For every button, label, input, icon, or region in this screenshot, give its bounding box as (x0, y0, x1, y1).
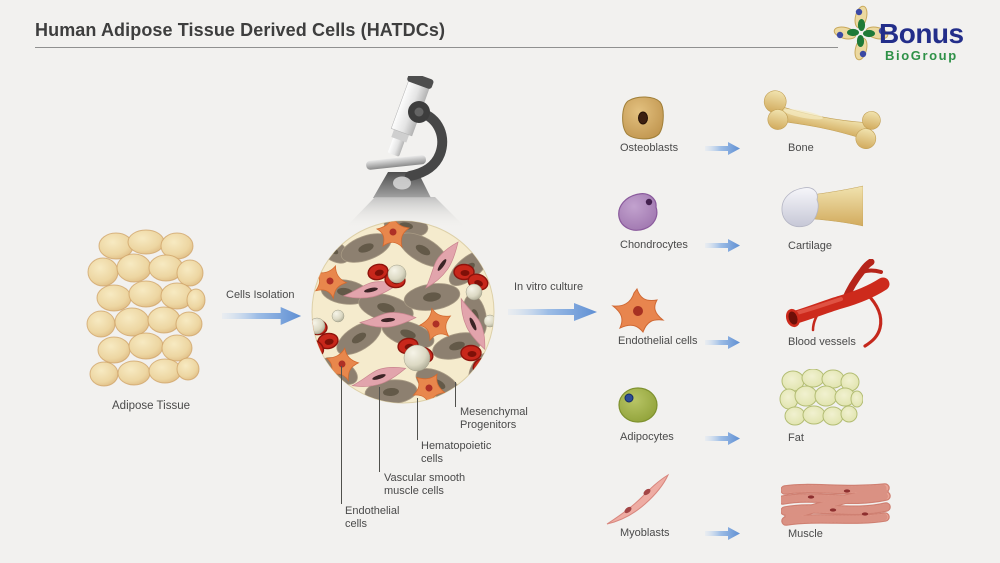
cartilage-label: Cartilage (788, 240, 833, 252)
mesenchymal-progenitors-label: Mesenchymal Progenitors (460, 406, 528, 432)
microscope-view-circle (311, 220, 495, 404)
differentiation-arrow-muscle (705, 527, 740, 540)
logo-subbrand: BioGroup (885, 48, 958, 63)
cells-isolation-label: Cells Isolation (226, 289, 295, 301)
page-title: Human Adipose Tissue Derived Cells (HATD… (35, 20, 446, 40)
differentiation-arrow-blood-vessels (705, 336, 740, 349)
cells-isolation-arrow (222, 307, 302, 325)
differentiation-arrow-cartilage (705, 239, 740, 252)
microscope-icon (366, 76, 448, 198)
callout-line-hematopoietic (417, 398, 418, 440)
differentiation-arrow-bone (705, 142, 740, 155)
endothelial-cells-label: Endothelial cells (618, 335, 698, 347)
chondrocyte-cell-icon (618, 193, 658, 231)
logo: Bonus BioGroup (833, 4, 993, 66)
muscle-label: Muscle (788, 528, 823, 540)
callout-line-mesenchymal (455, 382, 456, 407)
adipocyte-cell-icon (618, 387, 658, 423)
blood-vessels-illustration (785, 259, 890, 348)
blood-vessels-label: Blood vessels (788, 336, 856, 348)
logo-pinwheel-icon (833, 5, 889, 61)
osteoblast-cell-icon (622, 96, 664, 140)
title-divider (35, 47, 838, 48)
vascular-smooth-muscle-cells-label: Vascular smooth muscle cells (384, 472, 466, 498)
myoblast-cell-icon (606, 473, 670, 525)
fat-label: Fat (788, 432, 804, 444)
fat-tissue-illustration (779, 369, 863, 426)
callout-line-vascular (379, 387, 380, 472)
muscle-tissue-illustration (781, 483, 891, 526)
logo-brand: Bonus (879, 18, 964, 49)
bone-illustration (763, 90, 881, 149)
osteoblasts-label: Osteoblasts (620, 142, 679, 154)
in-vitro-culture-arrow (508, 303, 597, 321)
adipose-tissue-illustration (86, 229, 206, 387)
hematopoietic-cells-label: Hematopoietic cells (421, 440, 492, 466)
microscope-light-beam (345, 197, 466, 228)
endothelial-cell-icon (611, 287, 665, 333)
myoblasts-label: Myoblasts (620, 527, 670, 539)
bone-label: Bone (788, 142, 814, 154)
in-vitro-culture-label: In vitro culture (514, 281, 584, 293)
adipose-tissue-label: Adipose Tissue (112, 400, 190, 412)
endothelial-cells-callout-label: Endothelial cells (345, 505, 400, 531)
chondrocytes-label: Chondrocytes (620, 239, 688, 251)
callout-line-endothelial (341, 366, 342, 504)
cartilage-illustration (781, 185, 863, 228)
differentiation-arrow-fat (705, 432, 740, 445)
adipocytes-label: Adipocytes (620, 431, 674, 443)
